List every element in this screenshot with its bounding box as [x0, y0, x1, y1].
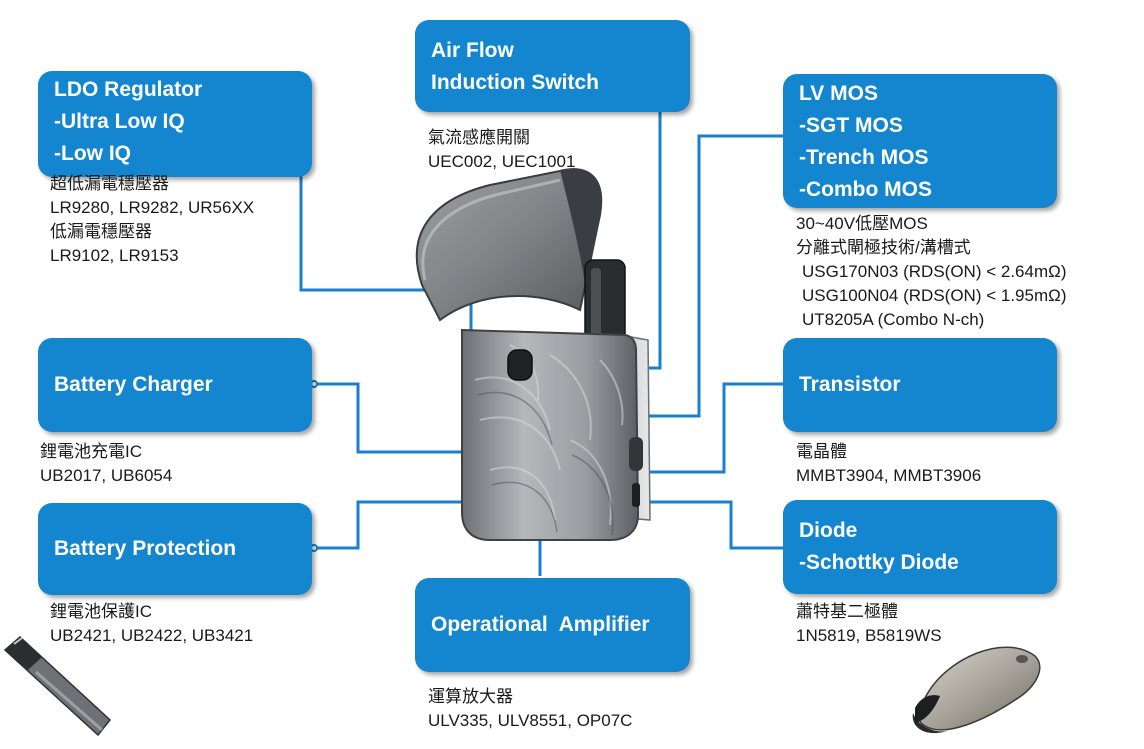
lvmos-title-line-4: -Combo MOS	[799, 178, 932, 201]
opamp-caption-line-1: 運算放大器	[428, 687, 513, 706]
diode-caption-line-2: 1N5819, B5819WS	[796, 626, 942, 645]
connector-protection	[314, 500, 469, 550]
diode-title-line-1: Diode	[799, 519, 858, 542]
lvmos-caption-line-3: USG170N03 (RDS(ON) < 2.64mΩ)	[802, 262, 1067, 281]
connector-charger	[314, 382, 469, 454]
diode-caption-line-1: 蕭特基二極體	[796, 602, 898, 621]
airflow-caption: 氣流感應開關 UEC002, UEC1001	[428, 126, 575, 174]
protection-caption: 鋰電池保護IC UB2421, UB2422, UB3421	[50, 600, 253, 648]
ldo-title-line-1: LDO Regulator	[54, 78, 203, 101]
transistor-title: Transistor	[799, 373, 901, 396]
ldo-title-line-3: -Low IQ	[54, 142, 131, 165]
connector-diode	[593, 500, 783, 550]
diode-box: Diode -Schottky Diode	[783, 500, 1057, 594]
protection-caption-line-2: UB2421, UB2422, UB3421	[50, 626, 254, 645]
ldo-caption-line-4: LR9102, LR9153	[50, 246, 179, 265]
lvmos-caption-line-2: 分離式閘極技術/溝槽式	[796, 238, 971, 257]
charger-caption-line-1: 鋰電池充電IC	[40, 442, 142, 461]
opamp-caption-line-2: ULV335, ULV8551, OP07C	[428, 711, 633, 730]
lvmos-title-line-1: LV MOS	[799, 82, 878, 105]
airflow-caption-line-2: UEC002, UEC1001	[428, 152, 576, 171]
ldo-caption: 超低漏電穩壓器 LR9280, LR9282, UR56XX 低漏電穩壓器 LR…	[50, 172, 254, 268]
battery-charger-box: Battery Charger	[38, 338, 312, 432]
opamp-title: Operational Amplifier	[431, 613, 650, 636]
lvmos-caption-line-4: USG100N04 (RDS(ON) < 1.95mΩ)	[802, 286, 1067, 305]
ldo-caption-line-2: LR9280, LR9282, UR56XX	[50, 198, 255, 217]
charger-title: Battery Charger	[54, 373, 213, 396]
charger-caption-line-2: UB2017, UB6054	[40, 466, 173, 485]
airflow-title-line-1: Air Flow	[431, 39, 514, 62]
airflow-title-line-2: Induction Switch	[431, 71, 599, 94]
transistor-caption-line-1: 電晶體	[796, 442, 847, 461]
airflow-caption-line-1: 氣流感應開關	[428, 128, 530, 147]
protection-title: Battery Protection	[54, 537, 237, 560]
transistor-caption-line-2: MMBT3904, MMBT3906	[796, 466, 982, 485]
connector-transistor	[593, 382, 783, 474]
lvmos-caption-line-1: 30~40V低壓MOS	[796, 214, 928, 233]
lvmos-caption-line-5: UT8205A (Combo N-ch)	[802, 310, 985, 329]
opamp-caption: 運算放大器 ULV335, ULV8551, OP07C	[428, 685, 632, 733]
pod-device-image	[3, 635, 112, 737]
ldo-title-line-2: -Ultra Low IQ	[54, 110, 185, 133]
lvmos-title-line-2: -SGT MOS	[799, 114, 903, 137]
ldo-caption-line-3: 低漏電穩壓器	[50, 222, 152, 241]
protection-caption-line-1: 鋰電池保護IC	[50, 602, 152, 621]
ldo-regulator-box: LDO Regulator -Ultra Low IQ -Low IQ	[38, 71, 312, 177]
diode-caption: 蕭特基二極體 1N5819, B5819WS	[796, 600, 942, 648]
lvmos-title-line-3: -Trench MOS	[799, 146, 929, 169]
battery-protection-box: Battery Protection	[38, 503, 312, 595]
ldo-caption-line-1: 超低漏電穩壓器	[50, 174, 169, 193]
transistor-box: Transistor	[783, 338, 1057, 432]
airflow-switch-box: Air Flow Induction Switch	[415, 20, 690, 112]
charger-caption: 鋰電池充電IC UB2017, UB6054	[40, 440, 172, 488]
operational-amplifier-box: Operational Amplifier	[415, 578, 690, 672]
lv-mos-box: LV MOS -SGT MOS -Trench MOS -Combo MOS	[783, 74, 1057, 208]
transistor-caption: 電晶體 MMBT3904, MMBT3906	[796, 440, 981, 488]
vape-device-image	[415, 168, 651, 541]
egg-device-image	[912, 646, 1041, 734]
diode-title-line-2: -Schottky Diode	[799, 551, 959, 574]
lvmos-caption: 30~40V低壓MOS 分離式閘極技術/溝槽式 USG170N03 (RDS(O…	[796, 212, 1066, 332]
